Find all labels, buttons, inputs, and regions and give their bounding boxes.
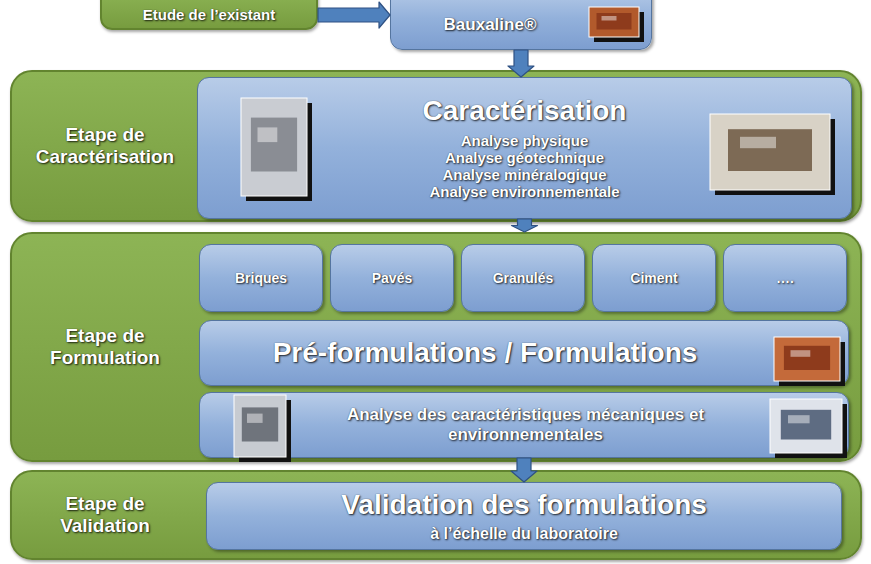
node-content: Bauxaline® — [391, 0, 651, 49]
node-content: Pré-formulations / Formulations — [200, 321, 848, 385]
photo-subject — [251, 118, 297, 172]
node-title: Granulés — [493, 270, 554, 286]
process-box: CaractérisationAnalyse physiqueAnalyse g… — [197, 77, 852, 219]
node-title: Etape de Caractérisation — [18, 124, 192, 168]
photo-highlight — [247, 414, 263, 423]
photo-highlight — [602, 16, 617, 21]
photo-frame — [710, 114, 830, 190]
node-line: à l’échelle du laboratoire — [430, 525, 618, 543]
node-title: Etape de Validation — [18, 493, 192, 537]
product-box: Ciment — [592, 244, 716, 312]
process-box: Pré-formulations / Formulations — [199, 320, 849, 386]
node-content: Pavés — [331, 245, 453, 311]
product-box: Briques — [199, 244, 323, 312]
node-title: Validation des formulations — [341, 489, 707, 521]
photo — [241, 98, 312, 201]
product-box: Pavés — [330, 244, 454, 312]
stage-band: Etape de Validation Validation des formul… — [10, 470, 862, 560]
node-content: Ciment — [593, 245, 715, 311]
photo — [234, 395, 291, 462]
node-content: CaractérisationAnalyse physiqueAnalyse g… — [198, 78, 851, 218]
product-box: …. — [723, 244, 847, 312]
block-arrow — [508, 50, 534, 77]
node-content: Analyse des caractéristiques mécaniques … — [200, 393, 848, 457]
stage-band: Etape de Formulation Briques Pavés Granulés… — [10, 232, 862, 462]
photo — [774, 337, 845, 386]
node-content: Etape de Validation — [12, 472, 198, 558]
node-content: Etape de Formulation — [12, 234, 198, 460]
node-content: Etude de l’existant — [102, 0, 316, 28]
block-arrow — [512, 219, 538, 232]
node-title: Bauxaline® — [444, 15, 537, 35]
node-title: Etude de l’existant — [143, 6, 276, 23]
photo-subject — [242, 407, 278, 441]
photo-highlight — [258, 127, 278, 142]
node-line: Analyse géotechnique — [445, 149, 604, 166]
photo-frame — [234, 395, 286, 457]
photo-frame — [589, 7, 639, 37]
node-title: Briques — [235, 270, 287, 286]
photo — [710, 114, 835, 195]
photo-frame — [774, 337, 840, 381]
photo-subject — [597, 13, 632, 30]
photo-subject — [784, 346, 830, 370]
process-box: Validation des formulations à l’échelle d… — [206, 482, 842, 550]
photo-highlight — [791, 350, 811, 357]
node-content: …. — [724, 245, 846, 311]
node-title: Analyse des caractéristiques mécaniques … — [295, 405, 756, 444]
node-line: Analyse minéralogique — [442, 166, 606, 183]
material-box: Bauxaline® — [390, 0, 652, 50]
block-arrow — [511, 458, 537, 482]
node-title: Pavés — [372, 270, 412, 286]
node-content: Briques — [200, 245, 322, 311]
photo-frame — [241, 98, 307, 196]
product-box: Granulés — [461, 244, 585, 312]
photo-highlight — [740, 137, 776, 148]
photo-subject — [728, 129, 812, 171]
node-content: Granulés — [462, 245, 584, 311]
photo-highlight — [788, 415, 810, 423]
node-content: Validation des formulations à l’échelle d… — [207, 483, 841, 549]
node-content: Etape de Caractérisation — [12, 72, 198, 220]
node-title: Pré-formulations / Formulations — [273, 337, 698, 369]
photo — [589, 7, 644, 42]
node-title: Ciment — [630, 270, 677, 286]
node-title: Caractérisation — [423, 95, 627, 127]
node-line: Analyse physique — [461, 132, 589, 149]
process-box: Analyse des caractéristiques mécaniques … — [199, 392, 849, 458]
node-line: Analyse environnementale — [429, 183, 619, 200]
photo-frame — [770, 399, 842, 453]
start-box: Etude de l’existant — [100, 0, 318, 30]
photo-subject — [781, 410, 831, 440]
node-title: …. — [776, 270, 794, 286]
node-title: Etape de Formulation — [18, 325, 192, 369]
stage-band: Etape de CaractérisationCaractérisationA… — [10, 70, 862, 222]
photo — [770, 399, 847, 458]
block-arrow — [318, 2, 390, 28]
